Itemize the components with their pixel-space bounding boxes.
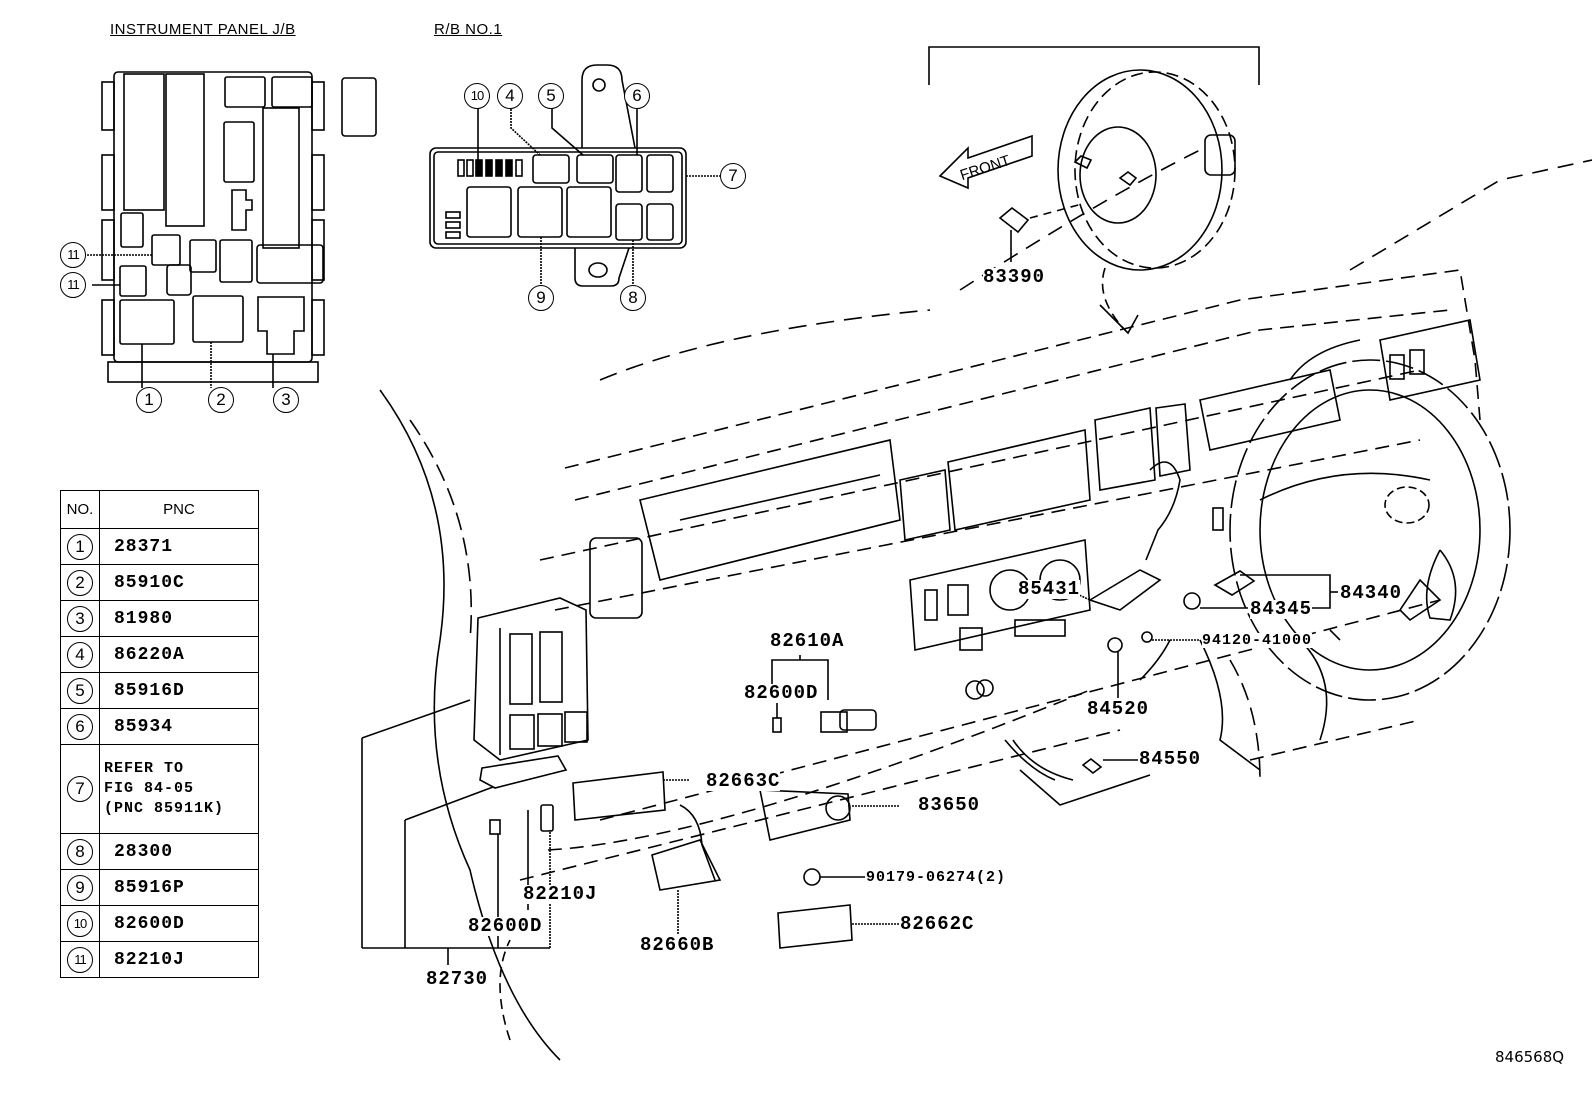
row-number: 5 [67,677,93,704]
part-label-82662c[interactable]: 82662C [900,913,975,935]
callout-3: 3 [273,387,299,413]
callout-5: 5 [538,83,564,109]
part-label-85431[interactable]: 85431 [1018,578,1081,600]
callout-2: 2 [208,387,234,413]
rb-no1-drawing [429,64,720,287]
callout-1: 1 [136,387,162,413]
part-label-83390[interactable]: 83390 [983,266,1046,288]
row-pnc: 85910C [99,564,259,601]
row-number: 3 [67,605,93,632]
row-pnc: 82600D [99,905,259,942]
part-label-82610a[interactable]: 82610A [770,630,845,652]
brake-booster-drawing [928,46,1260,335]
part-label-82663c[interactable]: 82663C [706,770,781,792]
callout-4: 4 [497,83,523,109]
callout-8: 8 [620,285,646,311]
part-label-82660b[interactable]: 82660B [640,934,715,956]
row-pnc: 28300 [99,833,259,870]
row-number: 4 [67,641,93,668]
row-number: 1 [67,533,93,560]
part-label-84345[interactable]: 84345 [1250,598,1313,620]
row-number: 2 [67,569,93,596]
row-pnc: 85934 [99,708,259,745]
table-header-row: NO. PNC [60,490,259,529]
part-label-84520[interactable]: 84520 [1087,698,1150,720]
part-label-82600d-bottom[interactable]: 82600D [468,915,543,937]
row-number: 10 [67,910,93,937]
instrument-panel-jb-title: INSTRUMENT PANEL J/B [110,21,296,38]
row-pnc: 81980 [99,600,259,637]
row-pnc: 28371 [99,528,259,565]
callout-11-lower: 11 [60,272,86,298]
row-number: 7 [67,776,93,802]
row-pnc: 82210J [99,941,259,978]
row-number: 11 [67,946,93,973]
part-label-84340[interactable]: 84340 [1340,582,1403,604]
part-label-84550[interactable]: 84550 [1139,748,1202,770]
part-label-83650[interactable]: 83650 [918,794,981,816]
part-label-82730[interactable]: 82730 [426,968,489,990]
callout-11-upper: 11 [60,242,86,268]
header-no: NO. [60,490,100,529]
row-pnc: 85916D [99,672,259,709]
row-number: 8 [67,838,93,865]
figure-code: 846568Q [1495,1048,1565,1066]
callout-6: 6 [624,83,650,109]
callout-9: 9 [528,285,554,311]
part-label-82210j[interactable]: 82210J [523,883,598,905]
part-label-90179-06274[interactable]: 90179-06274(2) [866,869,1007,886]
row-pnc: REFER TO FIG 84-05 (PNC 85911K) [99,744,259,834]
row-pnc: 86220A [99,636,259,673]
rb-no1-title: R/B NO.1 [434,21,503,38]
row-pnc: 85916P [99,869,259,906]
instrument-panel-jb-drawing [72,71,377,388]
callout-10: 10 [464,83,490,109]
row-number: 6 [67,713,93,740]
callout-7: 7 [720,163,746,189]
row-number: 9 [67,874,93,901]
part-label-94120-41000[interactable]: 94120-41000 [1202,632,1313,649]
header-pnc: PNC [99,490,259,529]
part-label-82600d-top[interactable]: 82600D [744,682,819,704]
